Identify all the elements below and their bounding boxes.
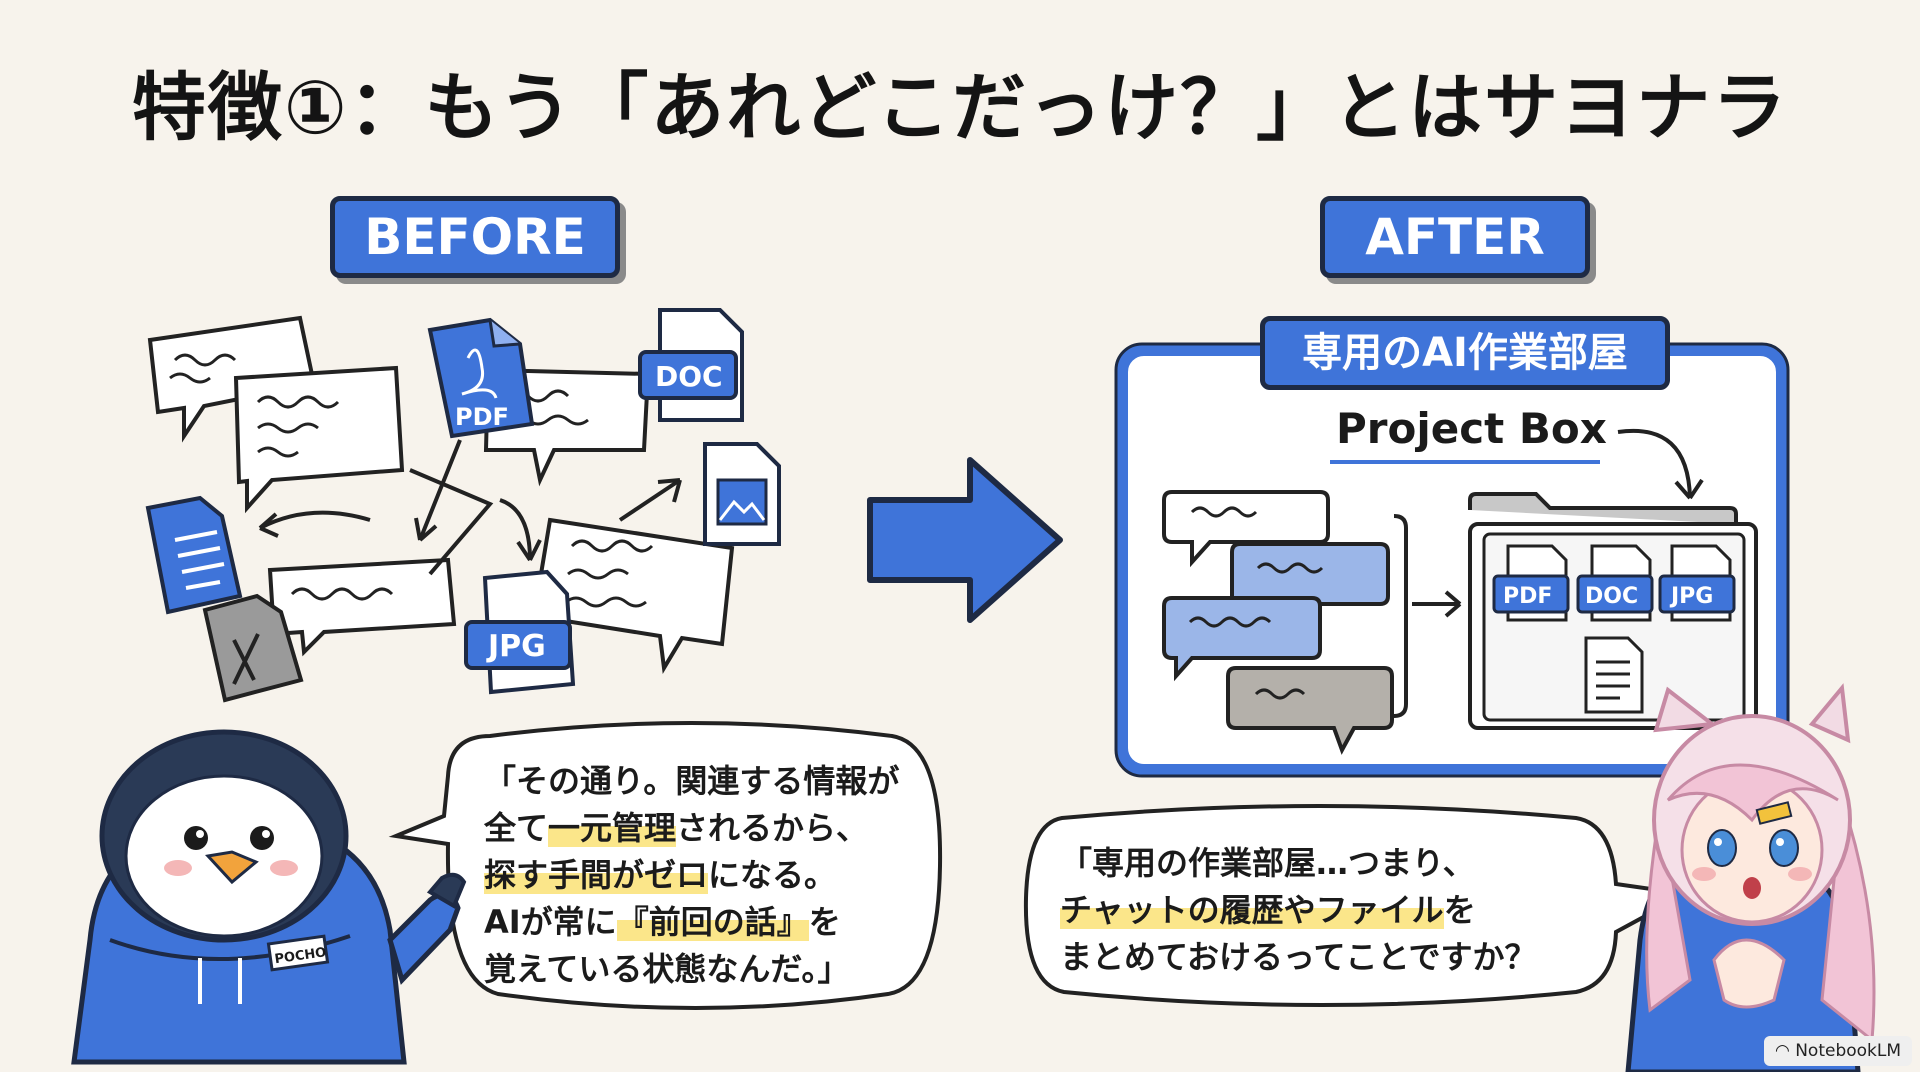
after-label: AFTER [1320,196,1590,278]
pdf-badge-label: PDF [455,403,509,431]
speech-line: 「その通り。関連する情報が [484,762,900,800]
transition-arrow-icon [867,457,1063,623]
speech-line: AIが常に『前回の話』を [484,903,841,941]
document-file-icon [145,495,243,615]
chat-bubble-icon [147,315,317,443]
ai-room-label: 専用のAI作業部屋 [1260,316,1670,390]
speech-line: まとめておけるってことですか？ [1060,938,1537,976]
chat-history-stack [1162,490,1462,755]
speech-line: 「専用の作業部屋…つまり、 [1060,844,1475,882]
notebooklm-icon: ◠ [1774,1041,1796,1061]
jpg-file-icon: JPG [464,569,576,695]
speech-line: 全て一元管理されるから、 [484,809,869,847]
chaos-arrows [258,439,682,576]
image-file-icon [703,442,781,546]
broken-file-icon [202,593,304,703]
doc-file-icon: DOC [638,308,744,422]
speech-text-left: 「その通り。関連する情報が 全て一元管理されるから、 探す手間がゼロになる。 A… [484,758,984,993]
pdf-file-icon: PDF [427,317,535,439]
chat-bubble-icon [233,365,405,514]
folder-text-file-icon [1584,636,1644,714]
penguin-mascot: POCHO [71,729,467,1065]
chat-bubble-icon [267,557,457,657]
speech-line: チャットの履歴やファイルを [1060,891,1476,929]
doc-badge-label: DOC [655,360,723,393]
page-title: 特徴①：もう「あれどこだっけ？」とはサヨナラ [131,65,1789,151]
folder-pdf-icon: PDF [1492,544,1570,622]
jpg-badge-label: JPG [486,629,546,664]
folder-jpg-icon: JPG [1658,544,1736,622]
anime-girl-mascot [1625,683,1876,1072]
project-box-label: Project Box [1336,404,1607,453]
folder-doc-icon: DOC [1576,544,1654,622]
folder-jpg-label: JPG [1669,584,1713,609]
folder-doc-label: DOC [1585,584,1638,609]
speech-line: 覚えている状態なんだ。」 [484,950,850,988]
speech-text-right: 「専用の作業部屋…つまり、 チャットの履歴やファイルを まとめておけるってことで… [1060,840,1580,981]
notebooklm-watermark: ◠ NotebookLM [1764,1036,1912,1066]
speech-line: 探す手間がゼロになる。 [484,856,837,894]
curved-arrow-icon [1617,428,1704,500]
folder-pdf-label: PDF [1503,584,1552,609]
penguin-name-tag: POCHO [274,945,328,967]
before-label: BEFORE [330,196,620,278]
